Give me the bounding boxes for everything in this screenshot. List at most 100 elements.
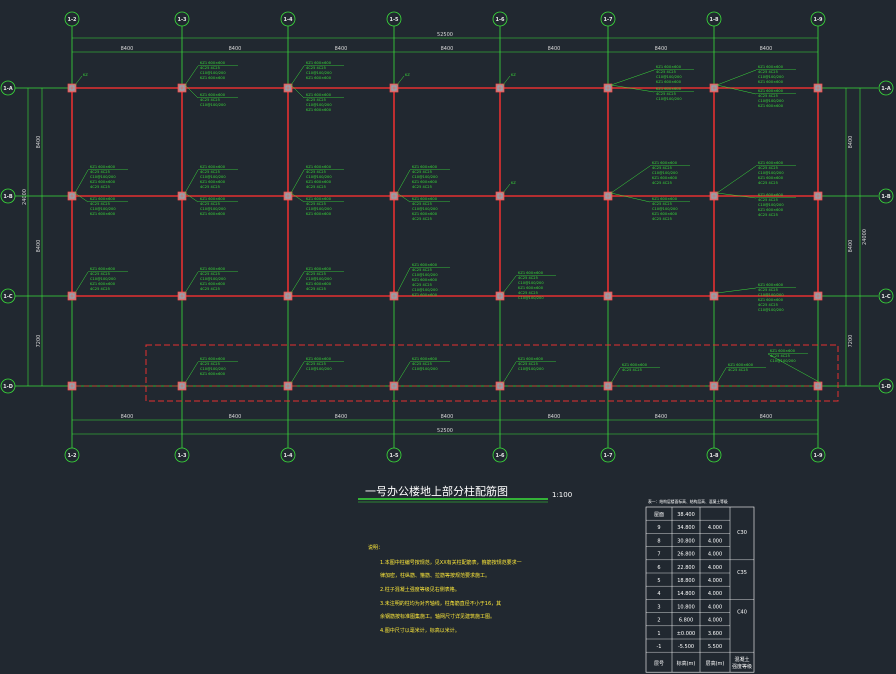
axis-bubble-top-4-label: 1-6: [495, 17, 505, 23]
anno-0-1a-text-0: KZ1 600×600: [200, 61, 226, 65]
anno-2-3-text-6: KZ1 600×600: [412, 293, 438, 297]
column-layer: [67, 83, 823, 391]
anno-2-2-text-3: KZ1 600×600: [306, 282, 332, 286]
dim-right-span-0: 8400: [848, 136, 854, 149]
anno-1-1b-text-3: KZ1 600×600: [200, 212, 226, 216]
anno-1-5a-text-1: 4C25 4C25: [652, 166, 672, 170]
anno-1-3a-text-4: 4C25 4C25: [412, 185, 432, 189]
anno-1-6b-text-3: KZ1 600×600: [758, 208, 784, 212]
column-core-3-2: [285, 383, 291, 389]
column-core-0-2: [285, 85, 291, 91]
notes-line-4: 3.未注明的柱均为对齐轴线，柱角筋直径不小于16，其: [380, 600, 501, 607]
anno-1-2a-leader: [290, 169, 305, 194]
level-table-elev-7: 10.800: [677, 604, 695, 610]
anno-1-6a-text-1: 4C25 4C25: [758, 166, 778, 170]
anno-1-2a-text-3: KZ1 600×600: [306, 180, 332, 184]
column-1-1: [177, 191, 187, 201]
axis-bubble-top-5: [600, 11, 616, 27]
anno-2-0-text-4: 4C25 4C25: [90, 287, 110, 291]
axis-bubble-left-1: [0, 188, 16, 204]
anno-1-3b-text-2: C10@100/200: [412, 207, 438, 211]
axis-bubble-right-1: [878, 188, 894, 204]
level-table-elev-6: 14.800: [677, 591, 695, 597]
anno-2-2-leader: [290, 271, 305, 294]
anno-2-6-leader: [716, 287, 757, 294]
anno-3-6-text-0: KZ1 600×600: [728, 363, 754, 367]
level-table-footer-floor: 层号: [654, 661, 664, 667]
axis-bubble-bottom-6-label: 1-8: [709, 453, 719, 459]
column-core-2-4: [497, 293, 503, 299]
anno-0-5a-text-1: 4C25 4C25: [656, 70, 676, 74]
anno-1-4-leader: [502, 183, 511, 194]
column-1-6: [709, 191, 719, 201]
anno-1-5a-leader: [610, 165, 651, 194]
level-table-elev-3: 26.800: [677, 552, 695, 558]
level-table-height-7: 4.000: [708, 604, 722, 610]
notes-line-3: 2.柱子混凝土强度等级见右侧表格。: [380, 586, 460, 593]
level-table-grade-7: C40: [737, 609, 747, 615]
anno-2-0-text-2: C10@100/200: [90, 277, 116, 281]
anno-3-2-text-2: C10@100/200: [306, 367, 332, 371]
column-3-5: [603, 381, 613, 391]
anno-1-0b-leader: [74, 192, 89, 203]
column-core-2-0: [69, 293, 75, 299]
anno-1-3b-leader: [396, 192, 411, 203]
dim-top-span-0: 8400: [121, 46, 134, 52]
anno-3-4-leader: [502, 361, 517, 384]
level-table-height-10: 5.500: [708, 644, 722, 650]
anno-1-3b-text-3: KZ1 600×600: [412, 212, 438, 216]
anno-2-3-leader: [396, 267, 411, 294]
anno-3-1-text-0: KZ1 600×600: [200, 357, 226, 361]
anno-2-4-text-1: 4C25 4C25: [518, 276, 538, 280]
dim-bottom-span-2: 8400: [335, 414, 348, 420]
axis-bubble-left-2: [0, 288, 16, 304]
axis-bubble-top-3: [386, 11, 402, 27]
anno-1-0a-leader: [74, 169, 89, 194]
anno-2-2-text-2: C10@100/200: [306, 277, 332, 281]
axis-bubble-bottom-3: [386, 447, 402, 463]
anno-1-1a-leader: [184, 169, 199, 194]
anno-1-0a-text-4: 4C25 4C25: [90, 185, 110, 189]
anno-0-6a-text-0: KZ1 600×600: [758, 65, 784, 69]
anno-1-3a-text-2: C10@100/200: [412, 175, 438, 179]
axis-bubble-top-2: [280, 11, 296, 27]
axis-bubble-bottom-2-label: 1-4: [283, 453, 293, 459]
anno-1-5a-text-4: 4C25 4C25: [652, 181, 672, 185]
level-table-height-4: 4.000: [708, 565, 722, 571]
column-core-0-4: [497, 85, 503, 91]
axis-bubble-left-3: [0, 378, 16, 394]
dim-left-total: 24000: [22, 189, 28, 205]
level-table-footer-height: 层高(m): [706, 660, 725, 667]
anno-3-6-leader: [716, 367, 727, 384]
anno-1-3a-leader: [396, 169, 411, 194]
anno-1-2b-text-2: C10@100/200: [306, 207, 332, 211]
anno-3-4-text-1: 4C25 4C25: [518, 362, 538, 366]
column-core-3-3: [391, 383, 397, 389]
column-core-0-0: [69, 85, 75, 91]
anno-2-2-text-4: 4C25 4C25: [306, 287, 326, 291]
anno-1-2b-text-0: KZ1 600×600: [306, 197, 332, 201]
anno-2-3-text-1: 4C25 4C25: [412, 268, 432, 272]
column-core-0-1: [179, 85, 185, 91]
level-table-floor-9: 1: [657, 631, 660, 637]
anno-2-1-leader: [184, 271, 199, 294]
anno-1-6b-leader: [716, 192, 757, 199]
anno-1-1b-leader: [184, 192, 199, 203]
axis-bubble-left-0-label: 1-A: [3, 86, 13, 92]
column-1-7: [813, 191, 823, 201]
notes-line-6: 4.图中尺寸以毫米计，标高以米计。: [380, 627, 460, 634]
anno-2-2-text-0: KZ1 600×600: [306, 267, 332, 271]
axis-bubble-right-2: [878, 288, 894, 304]
level-table-elev-10: -5.500: [678, 644, 694, 650]
anno-0-0-leader: [74, 75, 83, 86]
column-2-6: [709, 291, 719, 301]
dim-top-span-2: 8400: [335, 46, 348, 52]
column-core-2-7: [815, 293, 821, 299]
anno-3-1-text-3: KZ1 600×600: [200, 372, 226, 376]
anno-1-6a-text-0: KZ1 600×600: [758, 161, 784, 165]
anno-3-5-text-0: KZ1 600×600: [622, 363, 648, 367]
anno-1-6b-text-4: 4C25 4C25: [758, 213, 778, 217]
column-core-1-2: [285, 193, 291, 199]
dim-left-span-2: 7200: [36, 335, 42, 348]
anno-0-4-leader: [502, 75, 511, 86]
